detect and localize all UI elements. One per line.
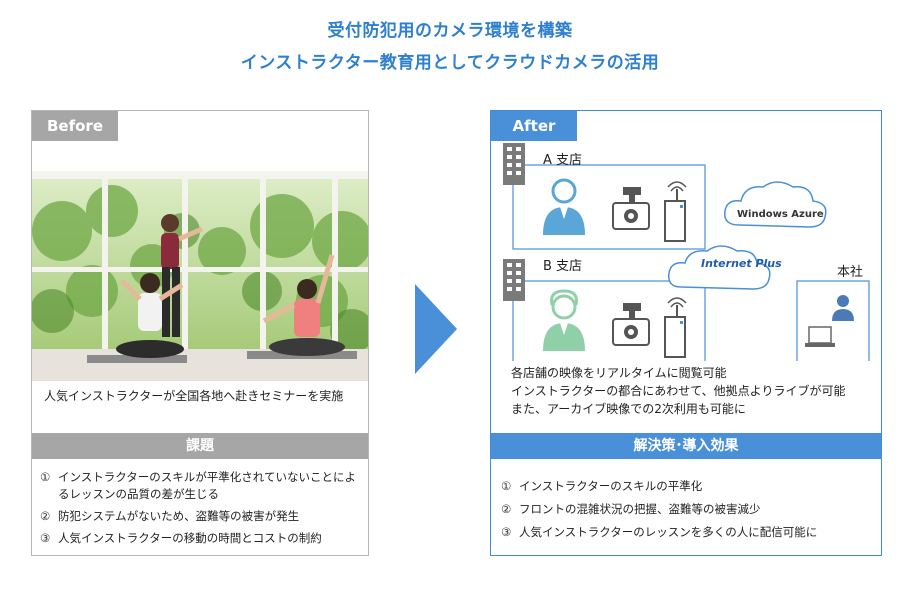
item-number: ③ [40,531,51,545]
yoga-photo-illustration [32,171,368,381]
item-text: インストラクターのスキルの平準化 [519,479,703,493]
after-tag: After [491,111,577,141]
internet-cloud-icon [668,245,771,290]
item-number: ② [501,502,512,516]
after-description: 各店舗の映像をリアルタイムに閲覧可能 インストラクターの都合にあわせて、他拠点よ… [511,364,871,418]
internet-label: Internet Plus [701,257,782,270]
list-item: ① インストラクターのスキルが平準化されていないことによるレッスンの品質の差が生… [40,469,362,503]
right-arrow-icon [415,284,457,374]
item-number: ③ [501,525,512,539]
branch-b-box [512,280,706,361]
camera-icon [612,303,650,346]
hq-person-icon [832,295,854,321]
cloud-label: Windows Azure [737,209,824,220]
router-icon [664,181,687,242]
solutions-list: ① インストラクターのスキルの平準化 ② フロントの混雑状況の把握、盗難等の被害… [501,478,871,547]
building-icon [503,143,525,185]
list-item: ③ 人気インストラクターの移動の時間とコストの制約 [40,530,362,547]
list-item: ② 防犯システムがないため、盗難等の被害が発生 [40,508,362,525]
description-line: 各店舗の映像をリアルタイムに閲覧可能 [511,366,727,380]
branch-a-box [512,164,706,250]
solutions-header: 解決策･導入効果 [491,433,881,459]
description-line: また、アーカイブ映像での2次利用も可能に [511,402,746,416]
list-item: ② フロントの混雑状況の把握、盗難等の被害減少 [501,501,871,518]
person-icon-a [543,178,585,235]
cloud-icon [724,181,827,228]
before-tag: Before [32,111,118,141]
list-item: ③ 人気インストラクターのレッスンを多くの人に配信可能に [501,524,871,541]
building-icon [503,259,525,301]
before-caption: 人気インストラクターが全国各地へ赴きセミナーを実施 [44,389,344,403]
item-number: ② [40,509,51,523]
branch-a-label: A 支店 [543,153,583,168]
after-panel: After [490,110,882,556]
router-icon [664,297,687,358]
title-line-1: 受付防犯用のカメラ環境を構築 [327,21,573,41]
item-text: 人気インストラクターのレッスンを多くの人に配信可能に [519,525,818,539]
branch-b-label: B 支店 [543,259,583,274]
person-icon-b [543,289,585,351]
item-text: フロントの混雑状況の把握、盗難等の被害減少 [519,502,761,516]
item-text: 防犯システムがないため、盗難等の被害が発生 [58,509,300,523]
hq-label: 本社 [837,265,864,280]
list-item: ① インストラクターのスキルの平準化 [501,478,871,495]
network-diagram [503,143,870,361]
before-panel: Before [31,110,369,556]
item-text: インストラクターのスキルが平準化されていないことによるレッスンの品質の差が生じる [58,470,356,501]
item-number: ① [501,479,512,493]
hq-box [796,280,870,361]
description-line: インストラクターの都合にあわせて、他拠点よりライブが可能 [511,384,846,398]
laptop-icon [805,326,835,347]
issues-header: 課題 [32,433,368,459]
camera-icon [612,187,650,230]
title-line-2: インストラクター教育用としてクラウドカメラの活用 [240,53,660,73]
item-number: ① [40,470,51,484]
issues-list: ① インストラクターのスキルが平準化されていないことによるレッスンの品質の差が生… [40,469,362,552]
yoga-photo [32,171,368,381]
item-text: 人気インストラクターの移動の時間とコストの制約 [58,531,322,545]
